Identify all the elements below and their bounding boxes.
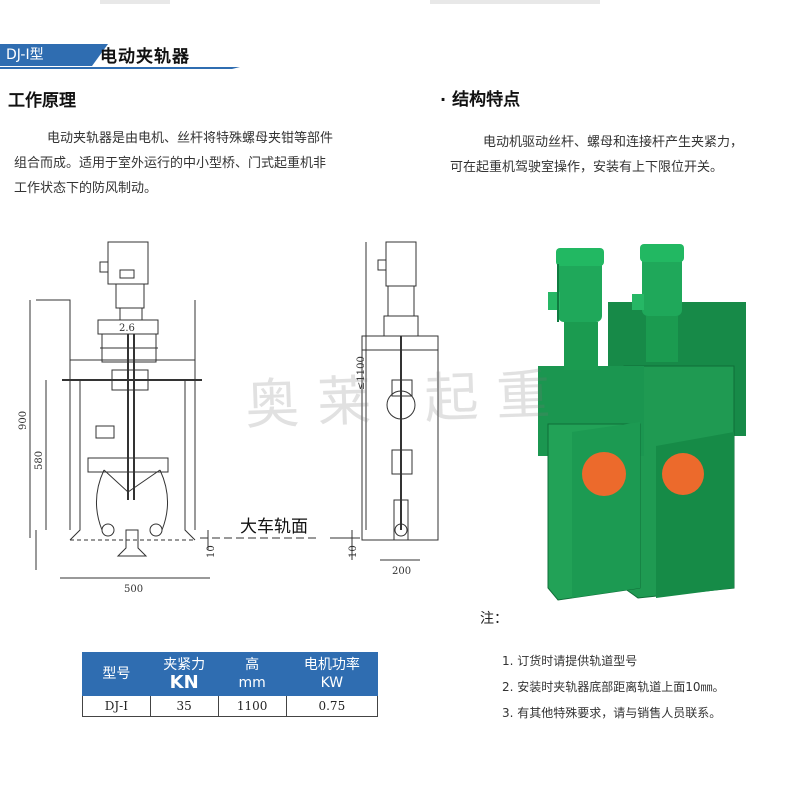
structure-heading: · 结构特点 (440, 85, 520, 110)
working-principle-heading: 工作原理 (8, 91, 76, 111)
note-item-3: 3. 有其他特殊要求，请与销售人员联系。 (502, 706, 722, 720)
structure-line-2: 可在起重机驾驶室操作，安装有上下限位开关。 (450, 160, 724, 175)
side-motor-outline (385, 241, 417, 287)
structure-heading-text: 结构特点 (452, 90, 521, 110)
dim-2-6: 2.6 (119, 323, 135, 334)
principle-line-1: 电动夹轨器是由电机、丝杆将特殊螺母夹钳等部件 (47, 131, 334, 146)
cell-clamp-force: 35 (149, 695, 219, 717)
principle-line-3: 工作状态下的防风制动。 (14, 181, 158, 196)
col-height: 高 mm (217, 652, 287, 696)
principle-line-2: 组合而成。适用于室外运行的中小型桥、门式起重机非 (14, 156, 327, 171)
product-title: 电动夹轨器 (100, 47, 190, 67)
notes-list: 1. 订货时请提供轨道型号 2. 安装时夹轨器底部距离轨道上面10㎜。 3. 有… (502, 648, 725, 726)
watermark: 奥莱 起重 (244, 362, 570, 437)
working-principle-text: 电动夹轨器是由电机、丝杆将特殊螺母夹钳等部件 组合而成。适用于室外运行的中小型桥… (14, 126, 333, 201)
orange-cover-front (582, 452, 626, 496)
dim-10-right: 10 (348, 545, 359, 558)
dim-200: 200 (392, 566, 411, 577)
structure-text: 电动机驱动丝杆、螺母和连接杆产生夹紧力， 可在起重机驾驶室操作，安装有上下限位开… (450, 130, 743, 180)
technical-drawing: 2.6 900 580 10 500 ≤1100 10 200 大车轨面 (18, 241, 439, 595)
top-cropped-strip (0, 0, 800, 10)
dim-10-left: 10 (206, 545, 217, 558)
col-model: 型号 (82, 652, 151, 696)
title-underline (0, 67, 232, 69)
table-row: DJ-I 35 1100 0.75 (82, 695, 379, 717)
note-item-1: 1. 订货时请提供轨道型号 (502, 654, 638, 668)
spec-table-header-row: 型号 夹紧力 KN 高 mm 电机功率 KW (82, 652, 379, 696)
notes-heading: 注： (480, 611, 508, 627)
rail-surface-label: 大车轨面 (240, 517, 308, 537)
heading-bullet: · (440, 90, 447, 109)
structure-line-1: 电动机驱动丝杆、螺母和连接杆产生夹紧力， (483, 135, 744, 150)
dim-900: 900 (18, 411, 29, 430)
clamp-unit-rear (608, 244, 746, 599)
model-tag: DJ-I型 (0, 44, 92, 66)
model-tag-arrow (92, 44, 108, 66)
col-clamp-force: 夹紧力 KN (149, 652, 219, 696)
dim-500: 500 (124, 584, 143, 595)
cell-height: 1100 (217, 695, 287, 717)
title-underline-tip (232, 67, 240, 69)
cell-motor-power: 0.75 (285, 695, 379, 717)
clamp-unit-front (538, 248, 644, 601)
note-item-2: 2. 安装时夹轨器底部距离轨道上面10㎜。 (502, 680, 725, 694)
cell-model: DJ-I (82, 695, 151, 717)
spec-table: 型号 夹紧力 KN 高 mm 电机功率 KW DJ-I 35 1100 0.75 (82, 652, 379, 717)
dim-580: 580 (34, 451, 45, 470)
product-photo (538, 244, 746, 601)
col-motor-power: 电机功率 KW (285, 652, 379, 696)
dim-1100: ≤1100 (356, 356, 367, 390)
orange-cover-rear (662, 453, 704, 495)
